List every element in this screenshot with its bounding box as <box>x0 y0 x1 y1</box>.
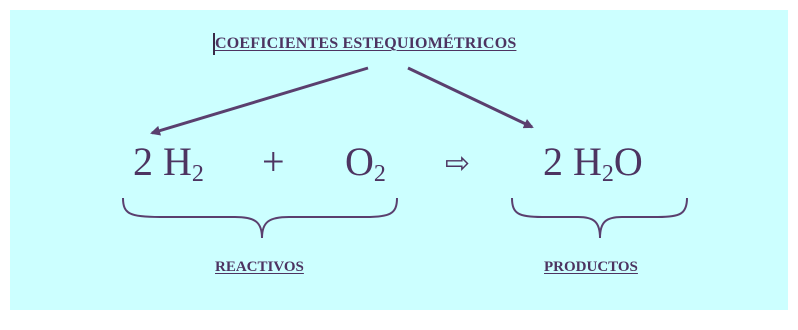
reactant-hydrogen-coefficient: 2 <box>133 139 163 184</box>
reactant-hydrogen: 2 H2 <box>133 138 204 188</box>
reactant-oxygen: O2 <box>345 138 386 188</box>
diagram-title: COEFICIENTES ESTEQUIOMÉTRICOS <box>215 35 517 52</box>
text-cursor <box>213 33 215 55</box>
product-water-symbol: H <box>573 139 602 184</box>
reactants-brace <box>122 197 398 239</box>
arrow-to-product-coefficient <box>407 66 534 129</box>
diagram-panel <box>10 10 788 310</box>
arrow-to-reactant-coefficient <box>150 66 369 136</box>
reactant-hydrogen-symbol: H <box>163 139 192 184</box>
product-water-coefficient: 2 <box>543 139 573 184</box>
reactant-oxygen-subscript: 2 <box>373 161 386 187</box>
reaction-arrow-icon: ⇨ <box>445 146 471 181</box>
product-water: 2 H2O <box>543 138 643 188</box>
plus-sign: + <box>262 139 285 184</box>
reactant-oxygen-symbol: O <box>345 139 374 184</box>
reactant-hydrogen-subscript: 2 <box>191 161 204 187</box>
product-water-subscript: 2 <box>601 161 614 187</box>
product-water-oxygen: O <box>613 139 643 184</box>
products-brace <box>511 197 688 239</box>
products-label: PRODUCTOS <box>544 259 638 275</box>
reactants-label: REACTIVOS <box>215 259 304 275</box>
